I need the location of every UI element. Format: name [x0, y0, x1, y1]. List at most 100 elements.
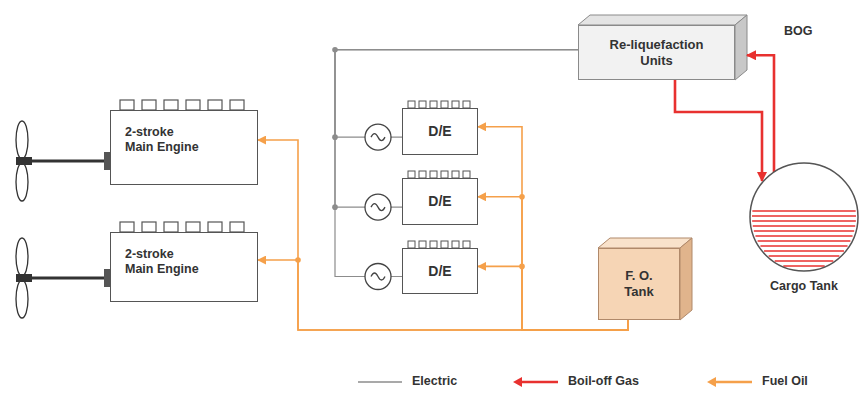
legend-arrowhead — [513, 377, 522, 387]
legend-item: Boil-off Gas — [512, 374, 639, 389]
cylinder-head — [208, 100, 222, 110]
legend-item: Electric — [356, 374, 457, 389]
propeller-blade — [16, 280, 28, 318]
cylinder-head — [419, 241, 426, 248]
legend-item: Fuel Oil — [706, 374, 808, 389]
diesel-generator-engine: D/E — [402, 178, 478, 225]
main-engine: 2-stroke Main Engine — [110, 110, 258, 185]
legend-arrowhead — [707, 377, 716, 387]
propeller-hub — [16, 157, 32, 165]
generator-sine — [371, 273, 385, 280]
generator-symbol — [365, 194, 391, 220]
cylinder-head — [463, 171, 470, 178]
node-label: D/E — [428, 263, 451, 280]
cylinder-head — [419, 101, 426, 108]
liquid-line — [752, 210, 855, 211]
propeller-blade — [16, 238, 28, 276]
cylinder-head — [408, 171, 415, 178]
box-side-face — [735, 15, 747, 80]
node-label: D/E — [428, 123, 451, 140]
cylinder-head — [441, 241, 448, 248]
connector — [747, 55, 774, 172]
propeller-shaft — [22, 160, 110, 163]
tank-shell — [750, 163, 858, 271]
generator-symbol — [365, 264, 391, 290]
tank-outline — [748, 161, 860, 273]
junction-dot — [519, 264, 525, 270]
cylinder-head — [142, 100, 156, 110]
liquid-line — [753, 225, 855, 226]
liquid-line — [752, 215, 856, 216]
propeller-shaft — [22, 277, 110, 280]
box-side-face — [680, 238, 692, 320]
generator-symbol — [365, 124, 391, 150]
legend-line — [520, 380, 558, 383]
cylinder-head — [186, 100, 200, 110]
propeller-hub — [16, 274, 32, 282]
cylinder-head — [452, 171, 459, 178]
legend-sample — [512, 376, 560, 388]
node-label: Re-liquefaction Units — [602, 37, 712, 68]
junction-dot — [295, 257, 301, 263]
connector — [335, 50, 578, 277]
junction-dot — [519, 194, 525, 200]
liquid-line — [755, 235, 852, 236]
cylinder-head — [120, 222, 134, 232]
connector — [258, 260, 628, 330]
cylinder-head — [142, 222, 156, 232]
cargo-tank: Cargo Tank — [748, 161, 860, 301]
cylinder-head — [408, 241, 415, 248]
diesel-generator-engine: D/E — [402, 108, 478, 155]
cylinder-head — [463, 101, 470, 108]
cylinder-head — [441, 101, 448, 108]
box-top-face — [578, 15, 747, 25]
diesel-generator-engine: D/E — [402, 248, 478, 294]
legend-line — [358, 381, 402, 383]
cylinder-head — [120, 100, 134, 110]
cylinder-head — [208, 222, 222, 232]
propeller-blade — [16, 121, 28, 159]
liquid-line — [783, 265, 824, 266]
liquid-line — [769, 255, 840, 256]
connector — [258, 140, 628, 330]
cylinder-head — [230, 222, 244, 232]
liquid-line — [775, 260, 834, 261]
cylinder-head — [430, 171, 437, 178]
junction-dot — [332, 134, 338, 140]
liquid-line — [758, 240, 851, 241]
cylinder-head — [463, 241, 470, 248]
junction-dot — [332, 47, 338, 53]
node-label: F. O. Tank — [619, 268, 659, 299]
generator-sine — [371, 204, 385, 211]
cylinder-head — [164, 222, 178, 232]
cylinder-head — [408, 101, 415, 108]
bog-label: BOG — [784, 24, 812, 38]
cylinder-head — [230, 100, 244, 110]
node-label: Cargo Tank — [748, 279, 860, 294]
liquid-line — [754, 230, 854, 231]
cylinder-head — [452, 101, 459, 108]
box-top-face — [598, 238, 692, 248]
legend-line — [714, 380, 752, 383]
reliquefaction-unit: Re-liquefaction Units — [578, 25, 735, 80]
legend-sample — [706, 376, 754, 388]
cylinder-head — [419, 171, 426, 178]
cylinder-head — [430, 101, 437, 108]
node-label: 2-stroke Main Engine — [125, 247, 205, 277]
liquid-line — [764, 250, 844, 251]
cylinder-head — [452, 241, 459, 248]
cylinder-head — [430, 241, 437, 248]
legend-text: Boil-off Gas — [568, 374, 639, 389]
liquid-line — [760, 245, 847, 246]
cylinder-head — [186, 222, 200, 232]
legend-text: Fuel Oil — [762, 374, 808, 389]
junction-dot — [332, 204, 338, 210]
fuel-oil-tank: F. O. Tank — [598, 248, 680, 320]
main-engine: 2-stroke Main Engine — [110, 232, 258, 302]
node-label: 2-stroke Main Engine — [125, 125, 205, 155]
connector — [675, 80, 762, 181]
legend-text: Electric — [412, 374, 457, 389]
node-label: D/E — [428, 193, 451, 210]
